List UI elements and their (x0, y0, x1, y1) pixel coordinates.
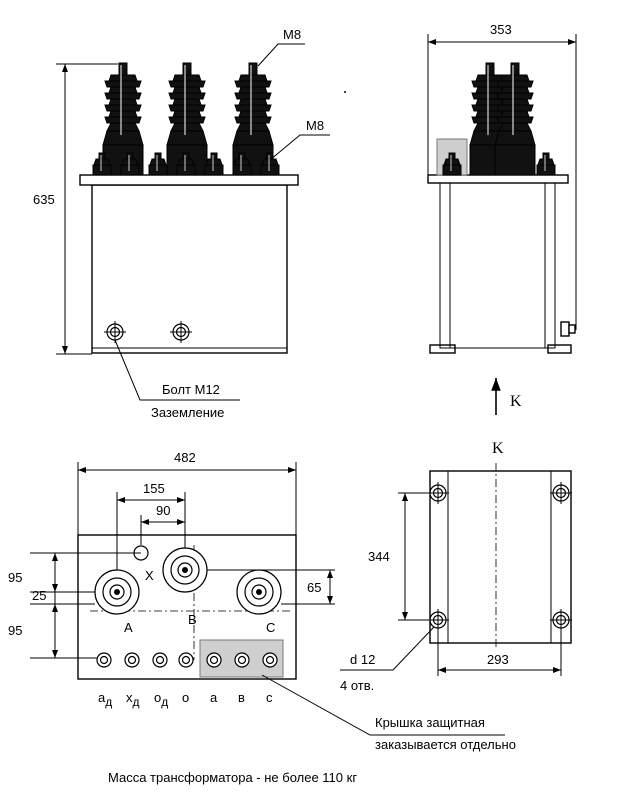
lv-terminal (124, 652, 140, 668)
lv-terminal (96, 652, 112, 668)
lv-terminal (178, 652, 194, 668)
dim-155: 155 (143, 481, 165, 496)
hole-count-label: 4 отв. (340, 678, 374, 693)
lv-bushing (204, 152, 224, 176)
bottom-height-dim: 344 (368, 549, 390, 564)
cover-label-line2: заказывается отдельно (375, 737, 516, 752)
dim-25: 25 (32, 588, 46, 603)
hv-insulator (102, 62, 144, 176)
bottom-width-dim: 293 (487, 652, 509, 667)
tank-lid (79, 174, 299, 186)
cover-label-line1: Крышка защитная (375, 715, 485, 730)
label-a: A (124, 620, 133, 635)
dim-95-top: 95 (8, 570, 22, 585)
terminal-od: oд (154, 690, 168, 709)
front-height-dim: 635 (33, 192, 55, 207)
hv-terminal-c (236, 569, 282, 615)
bottom-view-title: K (492, 440, 504, 457)
terminal-ad: aд (98, 690, 112, 709)
lv-terminal (152, 652, 168, 668)
front-view: 635 М8 М8 Болт М12 Заземление (33, 27, 330, 420)
thread-label-low: М8 (306, 118, 324, 133)
view-arrow-label: K (510, 393, 522, 410)
bolt-label: Болт М12 (162, 382, 220, 397)
terminal-xd: xд (126, 690, 140, 709)
lv-terminal (262, 652, 278, 668)
terminal-b: в (238, 690, 245, 705)
top-width-dim: 482 (174, 450, 196, 465)
label-c: C (266, 620, 275, 635)
bottom-view: K 344 293 d 12 4 отв. (340, 440, 573, 693)
thread-label-top: М8 (283, 27, 301, 42)
dim-65: 65 (307, 580, 321, 595)
lv-terminal (206, 652, 222, 668)
terminal-a: a (210, 690, 218, 705)
base-frame (429, 470, 572, 644)
side-width-dim: 353 (490, 22, 512, 37)
ground-label: Заземление (151, 405, 224, 420)
terminal-o: o (182, 690, 189, 705)
side-view: 353 K (427, 22, 577, 415)
terminal-c: с (266, 690, 273, 705)
top-view: 482 155 90 X A B C 95 25 95 (8, 450, 516, 752)
hv-terminal-b (162, 547, 208, 593)
dim-95-low: 95 (8, 623, 22, 638)
lv-bushing (148, 152, 168, 176)
dim-90: 90 (156, 503, 170, 518)
mass-note: Масса трансформатора - не более 110 кг (108, 770, 357, 785)
tank-body (91, 184, 288, 354)
side-hv-insulator (494, 62, 536, 176)
lv-terminal (234, 652, 250, 668)
hole-diameter-label: d 12 (350, 652, 375, 667)
label-b: B (188, 612, 197, 627)
hv-terminal-a (94, 569, 140, 615)
side-lv-bushing (536, 152, 556, 176)
label-x: X (145, 568, 154, 583)
